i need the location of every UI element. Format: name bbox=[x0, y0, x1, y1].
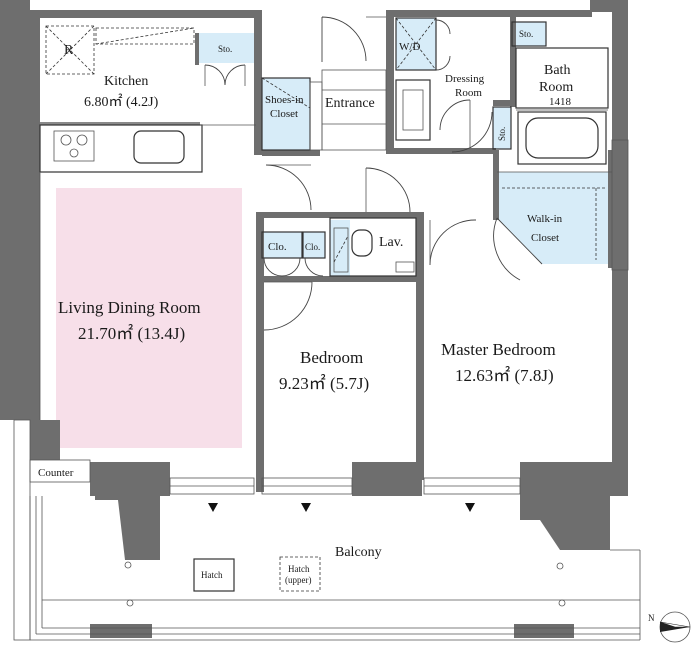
refrigerator-label: R bbox=[64, 43, 74, 58]
hatch-upper-label-2: (upper) bbox=[285, 575, 312, 585]
sink-icon bbox=[133, 130, 185, 164]
bath-room-label: Bath bbox=[544, 63, 570, 78]
shoes-closet-fill bbox=[262, 78, 310, 150]
living-room-highlight bbox=[56, 188, 242, 448]
exterior-walls bbox=[0, 0, 628, 638]
hatch-upper bbox=[279, 556, 321, 592]
kitchen-name: Kitchen bbox=[104, 74, 148, 89]
shoes-closet-label-2: Closet bbox=[270, 108, 298, 120]
washer-dryer bbox=[395, 17, 437, 71]
refrigerator-icon bbox=[45, 25, 95, 75]
entrance-label: Entrance bbox=[325, 96, 375, 111]
window-marker bbox=[301, 503, 311, 512]
bath-storage bbox=[511, 21, 547, 47]
hatch-label: Hatch bbox=[201, 570, 223, 580]
bath-room-label-2: Room bbox=[539, 80, 573, 95]
kitchen-counter bbox=[39, 124, 203, 173]
window-marker bbox=[465, 503, 475, 512]
closet-a-fill bbox=[262, 232, 302, 258]
washer-dryer-label: W/D bbox=[399, 41, 420, 53]
shoes-closet-label: Shoes-in bbox=[265, 94, 304, 106]
hatch-upper-label: Hatch bbox=[288, 564, 310, 574]
lavatory-label: Lav. bbox=[379, 235, 403, 250]
upper-cabinet bbox=[95, 27, 195, 45]
walkin-closet-label-2: Closet bbox=[531, 232, 559, 244]
balcony-railing bbox=[29, 496, 641, 641]
north-label: N bbox=[648, 613, 655, 623]
kitchen-storage-fill bbox=[198, 33, 256, 63]
hatch bbox=[193, 558, 235, 592]
bathroom bbox=[515, 47, 609, 109]
bath-room-size: 1418 bbox=[549, 96, 572, 108]
dressing-room-label: Dressing bbox=[445, 73, 485, 85]
closet-a-label: Clo. bbox=[268, 241, 287, 253]
lavatory-fill bbox=[330, 220, 350, 276]
bedroom-area: 9.23㎡ (5.7J) bbox=[279, 374, 369, 393]
window-marker bbox=[208, 503, 218, 512]
living-room-area: 21.70㎡ (13.4J) bbox=[78, 324, 185, 343]
bathtub-icon bbox=[517, 111, 607, 165]
lavatory bbox=[329, 217, 417, 277]
kitchen-storage-label: Sto. bbox=[218, 44, 232, 54]
counter-label: Counter bbox=[38, 467, 74, 479]
balcony-label: Balcony bbox=[335, 545, 382, 560]
dressing-storage-fill bbox=[493, 107, 511, 149]
bedroom-name: Bedroom bbox=[300, 348, 363, 367]
bath-storage-fill bbox=[512, 22, 546, 46]
entrance-door bbox=[321, 16, 367, 62]
living-room-name: Living Dining Room bbox=[58, 298, 201, 317]
dressing-room-label-2: Room bbox=[455, 87, 482, 99]
master-bedroom-area: 12.63㎡ (7.8J) bbox=[455, 366, 554, 385]
dressing-storage bbox=[492, 106, 512, 150]
dressing-storage-label: Sto. bbox=[497, 127, 507, 141]
kitchen-area: 6.80㎡ (4.2J) bbox=[84, 94, 159, 110]
north-arrow-icon bbox=[659, 611, 691, 643]
closet-b-label: Clo. bbox=[305, 242, 320, 252]
stove-icon bbox=[53, 130, 95, 162]
walkin-closet-fill bbox=[497, 172, 612, 264]
windows bbox=[169, 139, 629, 495]
bath-storage-label: Sto. bbox=[519, 29, 533, 39]
walkin-door bbox=[493, 217, 543, 281]
master-bedroom-name: Master Bedroom bbox=[441, 340, 556, 359]
interior-walls bbox=[40, 17, 614, 492]
walkin-closet-label: Walk-in bbox=[527, 213, 563, 225]
closet-b-fill bbox=[303, 232, 325, 258]
